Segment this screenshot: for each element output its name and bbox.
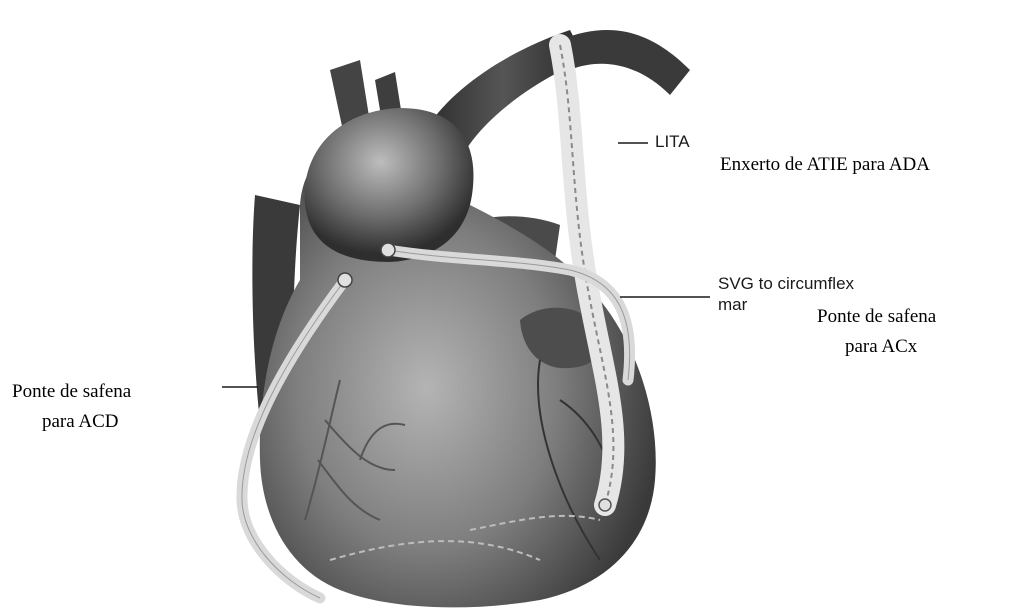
label-lita-original: LITA [655, 132, 690, 152]
ascending-aorta [305, 108, 474, 262]
label-svg-rca-line1: Ponte de safena [12, 377, 131, 407]
label-svg-circumflex-line1: Ponte de safena [817, 302, 936, 332]
label-svg-circumflex-original-line2: mar [718, 295, 747, 315]
label-svg-circumflex-original-line1: SVG to circumflex [718, 274, 854, 294]
label-svg-rca-line2: para ACD [42, 407, 119, 437]
label-svg-circumflex-line2: para ACx [845, 332, 917, 362]
label-lita-graft: Enxerto de ATIE para ADA [720, 150, 930, 180]
